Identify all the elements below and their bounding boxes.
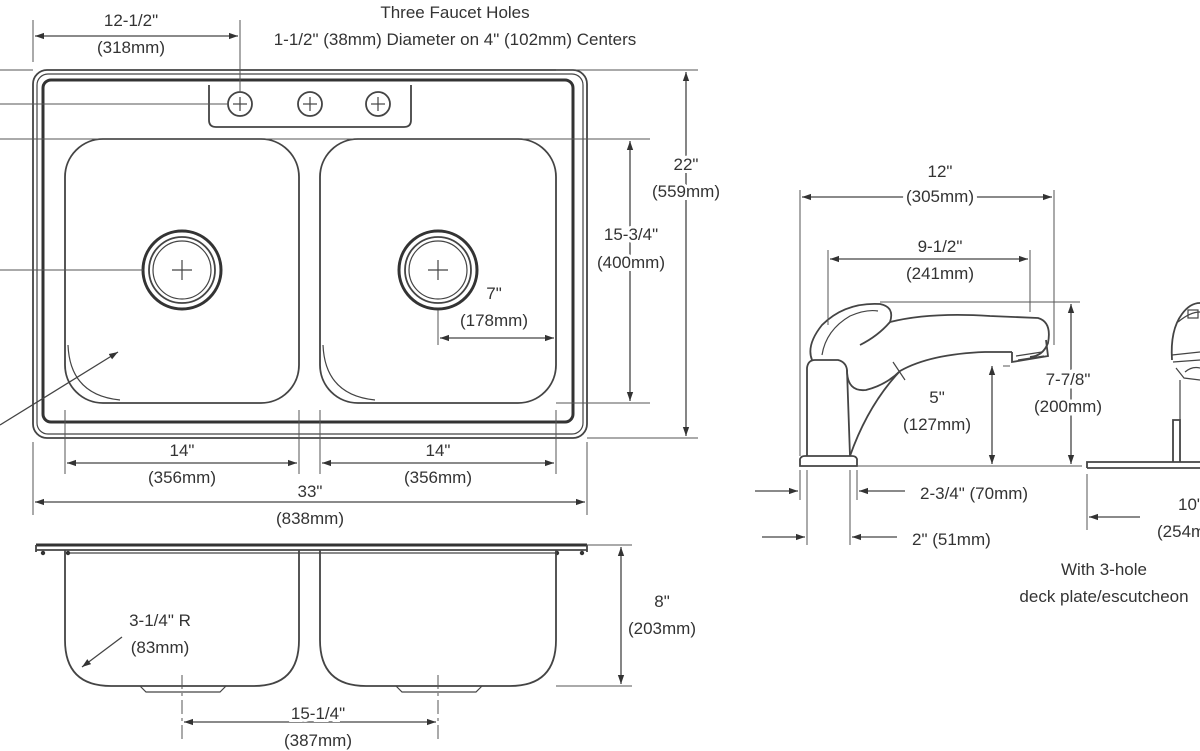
dim-label-left-bowl-width-in: 14" [170, 441, 195, 460]
faucet-hole-left [227, 91, 253, 117]
dim-label-drain-offset-in: 7" [486, 284, 502, 303]
dim-label-side-depth-in: 8" [654, 592, 670, 611]
faucet-holes-title: Three Faucet Holes [380, 3, 529, 22]
deck-plate-note-line2: deck plate/escutcheon [1019, 587, 1188, 606]
dim-label-hole-offset-in: 12-1/2" [104, 11, 158, 30]
dim-label-overall-depth-in: 22" [674, 155, 699, 174]
dim-label-drain-offset-mm: (178mm) [460, 311, 528, 330]
sink-rim-outline [32, 69, 588, 439]
dim-label-overall-height-in: 7-7/8" [1046, 370, 1091, 389]
sink-side-view: 8" (203mm) 3-1/4" R (83mm) 15-1/4" (387m… [35, 543, 696, 750]
dim-label-drain-centers-mm: (387mm) [284, 731, 352, 750]
dim-label-hole-offset-mm: (318mm) [97, 38, 165, 57]
dim-label-overall-height-mm: (200mm) [1034, 397, 1102, 416]
dim-label-overall-depth-mm: (559mm) [652, 182, 720, 201]
faucet-extension-lines [799, 190, 1088, 545]
dim-label-reach-spout-mm: (241mm) [906, 264, 974, 283]
dim-label-body-width: 2" (51mm) [912, 530, 991, 549]
dim-label-deck-plate-in: 10" [1178, 495, 1200, 514]
dim-label-corner-radius-mm: (83mm) [131, 638, 190, 657]
dim-label-bowl-depth-in: 15-3/4" [604, 225, 658, 244]
deck-plate-note-line1: With 3-hole [1061, 560, 1147, 579]
dim-label-reach-overall-in: 12" [928, 162, 953, 181]
left-drain [141, 229, 223, 311]
faucet-holes-spec: 1-1/2" (38mm) Diameter on 4" (102mm) Cen… [274, 30, 637, 49]
radius-leader-side [81, 636, 123, 668]
sink-top-view: Three Faucet Holes 1-1/2" (38mm) Diamete… [0, 3, 723, 528]
dim-label-overall-width-in: 33" [298, 482, 323, 501]
dim-label-side-depth-mm: (203mm) [628, 619, 696, 638]
dim-label-bowl-depth-mm: (400mm) [597, 253, 665, 272]
faucet-hole-center [297, 91, 323, 117]
dim-label-deck-plate-mm: (254mm) [1157, 522, 1200, 541]
dim-label-right-bowl-width-in: 14" [426, 441, 451, 460]
dim-label-reach-overall-mm: (305mm) [906, 187, 974, 206]
dim-label-spout-height-in: 5" [929, 388, 945, 407]
dim-label-spout-height-mm: (127mm) [903, 415, 971, 434]
faucet-holes [227, 91, 391, 117]
faucet-hole-right [365, 91, 391, 117]
right-drain [397, 229, 479, 311]
faucet-body [799, 302, 1050, 467]
dim-label-left-bowl-width-mm: (356mm) [148, 468, 216, 487]
dim-label-reach-spout-in: 9-1/2" [918, 237, 963, 256]
dim-label-right-bowl-width-mm: (356mm) [404, 468, 472, 487]
dim-label-base-width: 2-3/4" (70mm) [920, 484, 1028, 503]
top-view-extension-lines [0, 20, 698, 515]
faucet-side-view: 12" (305mm) 9-1/2" (241mm) 5" (127mm) 7-… [755, 162, 1200, 606]
dim-label-drain-centers-in: 15-1/4" [291, 704, 345, 723]
dim-label-corner-radius-in: 3-1/4" R [129, 611, 191, 630]
faucet-with-deck-plate [1086, 302, 1200, 469]
side-rim [35, 543, 588, 556]
side-right-bowl [319, 550, 557, 693]
radius-leader-top [0, 351, 119, 426]
faucet-ledge [208, 85, 412, 128]
dim-label-overall-width-mm: (838mm) [276, 509, 344, 528]
